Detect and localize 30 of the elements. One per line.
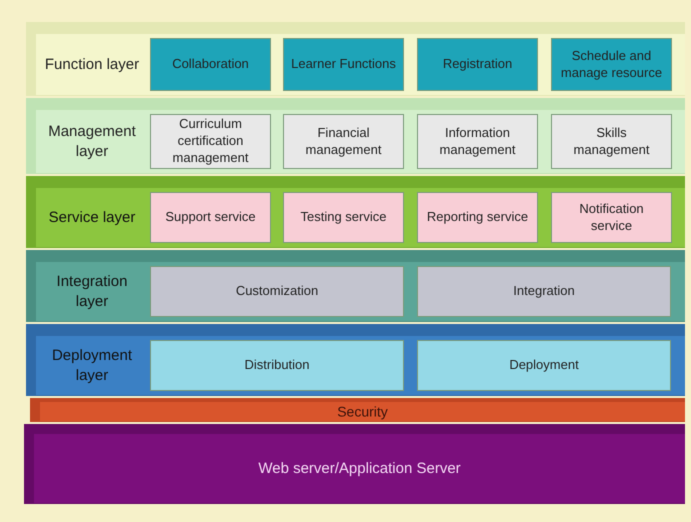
component-box: Collaboration	[150, 38, 271, 91]
layer-label: Management layer	[47, 121, 137, 162]
layer-label: Function layer	[44, 54, 140, 74]
layer-band	[26, 324, 685, 396]
component-box: Deployment	[417, 340, 671, 391]
layer-band	[24, 424, 685, 504]
layer-band	[26, 22, 685, 96]
layer-band	[30, 398, 685, 422]
component-box: Curriculum certification management	[150, 114, 271, 169]
component-box: Information management	[417, 114, 538, 169]
component-box: Notification service	[551, 192, 672, 243]
layer-label: Deployment layer	[50, 345, 134, 386]
layer-band	[26, 250, 685, 322]
component-box: Financial management	[283, 114, 404, 169]
layer-band	[26, 98, 685, 174]
component-box: Learner Functions	[283, 38, 404, 91]
component-box: Schedule and manage resource	[551, 38, 672, 91]
layer-label: Security	[336, 404, 389, 420]
component-box: Customization	[150, 266, 404, 317]
component-box: Reporting service	[417, 192, 538, 243]
component-box: Skills management	[551, 114, 672, 169]
component-box: Registration	[417, 38, 538, 91]
layer-label: Integration layer	[56, 271, 128, 312]
component-box: Integration	[417, 266, 671, 317]
component-box: Distribution	[150, 340, 404, 391]
component-box: Support service	[150, 192, 271, 243]
layer-band	[26, 176, 685, 248]
component-box: Testing service	[283, 192, 404, 243]
layer-label: Web server/Application Server	[257, 458, 462, 478]
layer-label: Service layer	[48, 207, 136, 228]
